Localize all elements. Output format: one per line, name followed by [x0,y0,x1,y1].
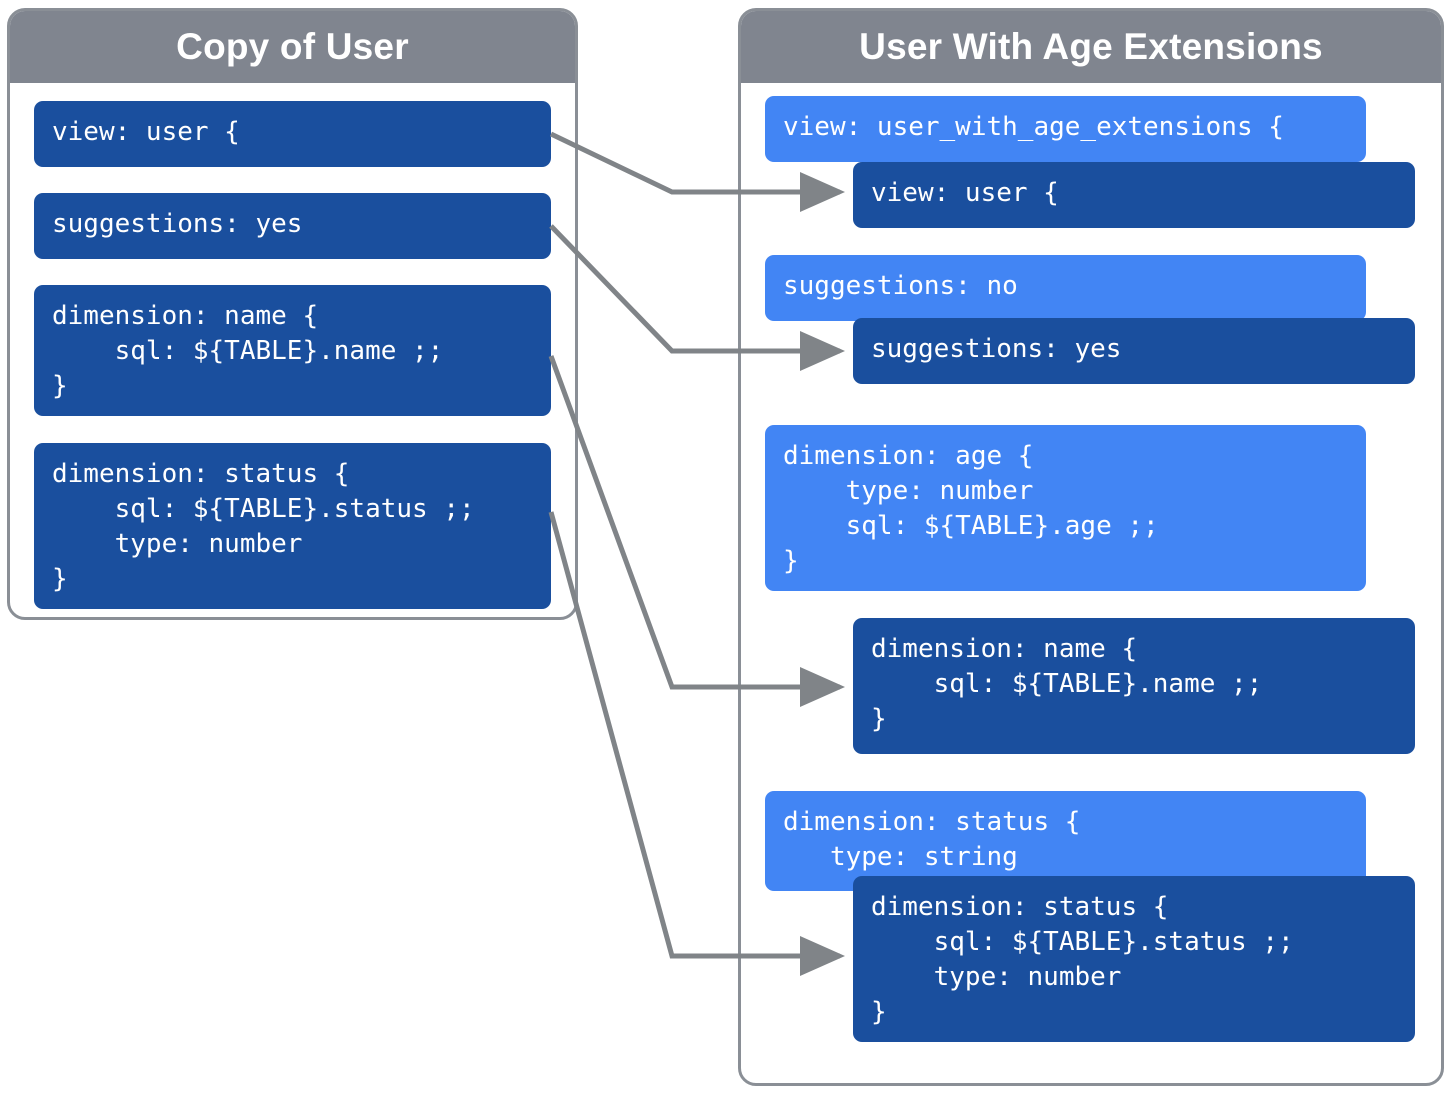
panel-left-title: Copy of User [10,11,575,83]
right-code-block-dimension-name-inner: dimension: name { sql: ${TABLE}.name ;; … [853,618,1415,754]
right-code-block-dimension-status-inner: dimension: status { sql: ${TABLE}.status… [853,876,1415,1042]
right-code-block-dimension-age: dimension: age { type: number sql: ${TAB… [765,425,1366,591]
panel-right-title: User With Age Extensions [741,11,1441,83]
right-code-block-suggestions-inner: suggestions: yes [853,318,1415,384]
left-code-block-dimension-name: dimension: name { sql: ${TABLE}.name ;; … [34,285,551,416]
left-code-block-dimension-status: dimension: status { sql: ${TABLE}.status… [34,443,551,609]
right-code-block-view-inner: view: user { [853,162,1415,228]
left-code-block-suggestions: suggestions: yes [34,193,551,259]
left-code-block-view: view: user { [34,101,551,167]
right-code-block-view-outer: view: user_with_age_extensions { [765,96,1366,162]
right-code-block-suggestions-outer: suggestions: no [765,255,1366,321]
